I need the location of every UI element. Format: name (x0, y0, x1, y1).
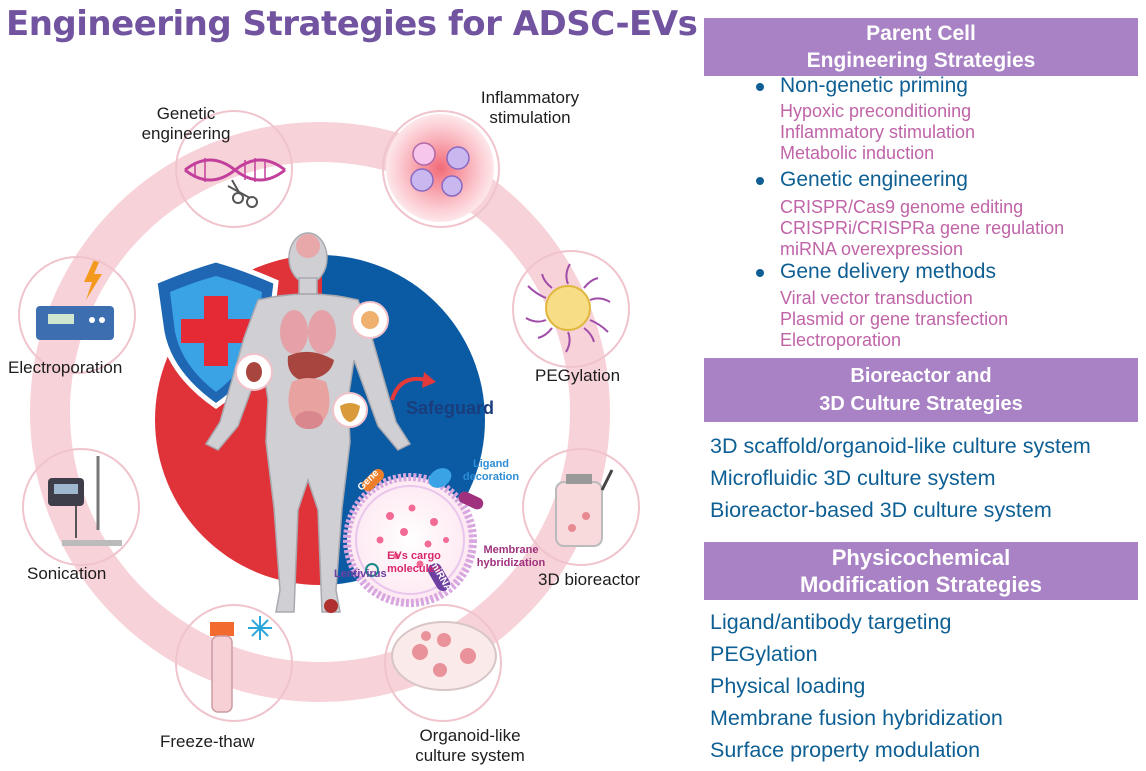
sub-metabolic: Metabolic induction (780, 143, 935, 163)
parent-cell-heading-line2: Engineering Strategies (806, 49, 1036, 72)
node-genetic-engineering (175, 110, 293, 228)
organs-icon (280, 234, 336, 429)
lentivirus-label: Lentivirus (334, 568, 387, 580)
physico-item-1: Ligand/antibody targeting (710, 610, 952, 634)
physico-item-4: Membrane fusion hybridization (710, 706, 1003, 730)
bullet-non-genetic-priming: Non-genetic priming (756, 74, 968, 97)
bioreactor-heading-line1: Bioreactor and (850, 365, 992, 387)
label-inflammatory-stimulation: Inflammatory stimulation (480, 88, 580, 127)
node-bioreactor (522, 448, 640, 566)
page-title: Engineering Strategies for ADSC-EVs (6, 4, 698, 44)
bioreactor-item-1: 3D scaffold/organoid-like culture system (710, 434, 1091, 458)
physicochemical-heading-line2: Modification Strategies (799, 572, 1043, 597)
safeguard-label: Safeguard (406, 398, 495, 418)
label-electroporation: Electroporation (8, 358, 123, 377)
parent-cell-heading-line1: Parent Cell (866, 22, 976, 45)
label-pegylation: PEGylation (535, 366, 621, 385)
sub-mirna: miRNA overexpression (780, 239, 964, 259)
node-pegylation (512, 250, 630, 368)
sub-hypoxic: Hypoxic preconditioning (780, 101, 972, 121)
physicochemical-header: Physicochemical Modification Strategies (704, 542, 1138, 600)
sub-electroporation: Electroporation (780, 330, 902, 350)
node-inflammatory-stimulation (382, 110, 500, 228)
sub-viral-vector: Viral vector transduction (780, 288, 973, 308)
sub-crispr-cas9: CRISPR/Cas9 genome editing (780, 197, 1024, 217)
outer-ring (30, 122, 610, 702)
bioreactor-item-2: Microfluidic 3D culture system (710, 466, 996, 490)
sub-plasmid: Plasmid or gene transfection (780, 309, 1009, 329)
bioreactor-header: Bioreactor and 3D Culture Strategies (704, 358, 1138, 422)
bioreactor-item-3: Bioreactor-based 3D culture system (710, 498, 1052, 522)
bullet-gene-delivery: Gene delivery methods (756, 260, 996, 283)
physicochemical-heading-line1: Physicochemical (831, 545, 1011, 570)
physico-item-2: PEGylation (710, 642, 818, 666)
ev-cargo-label: EVs cargo molecules (387, 550, 441, 575)
label-organoid: Organoid-like culture system (415, 726, 525, 765)
label-freeze-thaw: Freeze-thaw (160, 732, 255, 751)
strategy-diagram: Genetic engineering Inflammatory stimula… (0, 70, 690, 771)
diagram-background (30, 114, 614, 713)
ev-vesicle-icon (343, 468, 484, 607)
bullet-genetic-engineering: Genetic engineering (756, 168, 968, 191)
node-electroporation (18, 256, 136, 374)
membrane-hybridization-label: Membrane hybridization (476, 544, 546, 569)
sub-inflammatory: Inflammatory stimulation (780, 122, 976, 142)
bioreactor-heading-line2: 3D Culture Strategies (819, 393, 1023, 415)
ligand-decoration-label: Ligand decoration (462, 458, 520, 483)
node-sonication (22, 448, 140, 566)
sub-crispri: CRISPRi/CRISPRa gene regulation (780, 218, 1065, 238)
label-bioreactor: 3D bioreactor (538, 570, 641, 589)
parent-cell-header: Parent Cell Engineering Strategies (704, 18, 1138, 76)
label-sonication: Sonication (27, 564, 107, 583)
node-organoid (384, 604, 502, 722)
physico-item-5: Surface property modulation (710, 738, 981, 762)
label-genetic-engineering: Genetic engineering (141, 104, 231, 143)
node-freeze-thaw (175, 604, 293, 722)
safeguard-arrow-icon (390, 377, 427, 401)
physico-item-3: Physical loading (710, 674, 866, 698)
